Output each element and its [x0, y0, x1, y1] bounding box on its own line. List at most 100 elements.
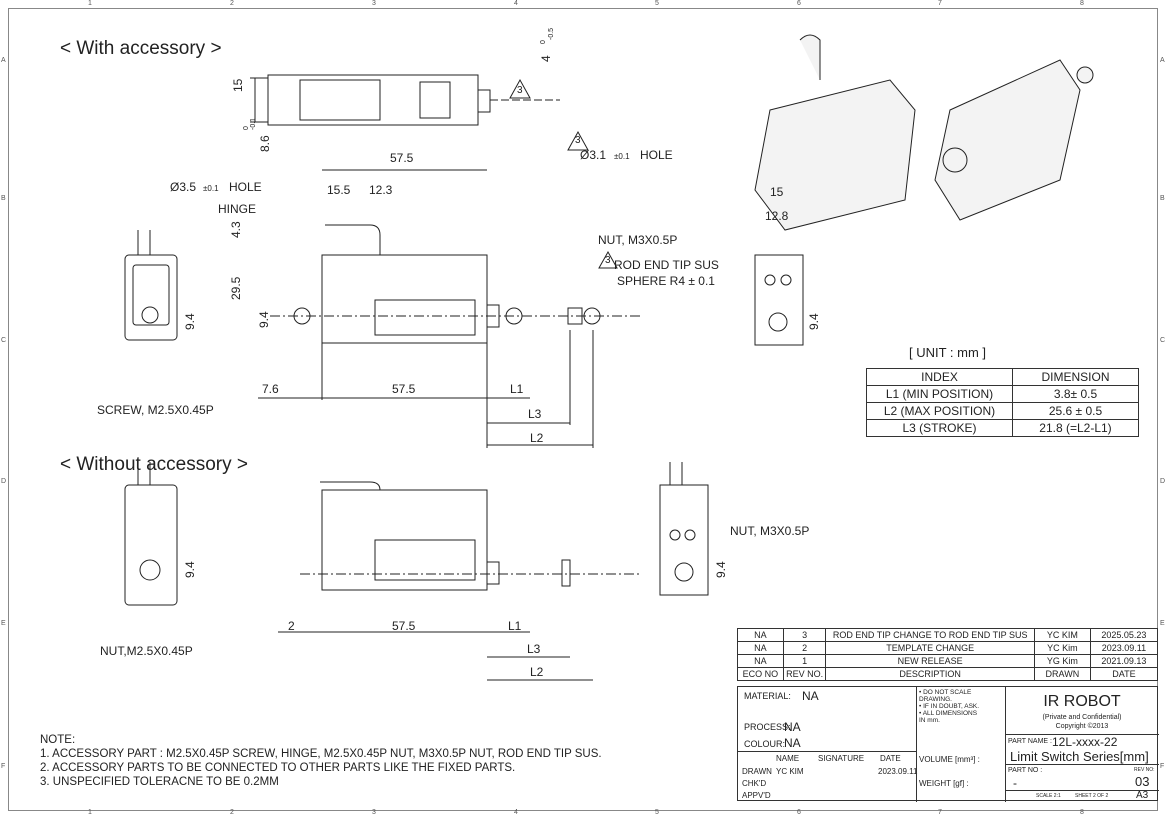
dimension-w-len-575: 57.5	[392, 619, 416, 633]
zone-column-label: 8	[1080, 809, 1084, 816]
part-no: -	[1013, 776, 1017, 790]
table-row: L3 (STROKE)21.8 (=L2-L1)	[866, 419, 1139, 437]
dimension-len-575-bottom: 57.5	[392, 382, 416, 396]
dimension-len-575-top: 57.5	[390, 151, 414, 165]
zone-column-label: 6	[797, 0, 801, 7]
revision-cell: YC Kim	[1033, 641, 1091, 655]
revision-cell: ECO NO	[737, 667, 784, 681]
dimension-top-86: 8.6	[258, 135, 272, 152]
dimension-hinge: HINGE	[218, 202, 257, 216]
weight-label: WEIGHT [gf] :	[919, 779, 969, 788]
zone-row-label: F	[1, 763, 6, 770]
zone-column-label: 5	[655, 0, 659, 7]
material-label: MATERIAL:	[744, 691, 791, 701]
part-name: 12L-xxxx-22	[1052, 735, 1118, 749]
confidential-label: (Private and Confidential)	[1042, 714, 1122, 721]
revision-cell: ROD END TIP CHANGE TO ROD END TIP SUS	[825, 628, 1035, 642]
drawing-frame	[8, 8, 1158, 811]
dimension-L3: L3	[528, 407, 542, 421]
name-header: NAME	[776, 754, 800, 763]
copyright: Copyright ©2013	[1055, 723, 1109, 730]
zone-row-label: C	[1160, 337, 1166, 344]
part-description: Limit Switch Series[mm]	[1010, 749, 1149, 764]
revision-cell: REV NO.	[782, 667, 827, 681]
revision-cell: DESCRIPTION	[825, 667, 1035, 681]
revision-cell: 1	[782, 654, 827, 668]
approved-label: APPV'D	[742, 791, 771, 800]
process-label: PROCESS:	[744, 722, 791, 732]
table-cell: L3 (STROKE)	[866, 419, 1013, 437]
table-cell: L1 (MIN POSITION)	[866, 385, 1013, 403]
dimension-h-94-right: 9.4	[807, 313, 821, 330]
revision-cell: 2023.09.11	[1089, 641, 1159, 655]
dimension-rev-mark: 3	[605, 255, 611, 266]
header-index: INDEX	[866, 368, 1013, 386]
revision-cell: 2	[782, 641, 827, 655]
note-item: 1. ACCESSORY PART : M2.5X0.45P SCREW, HI…	[40, 748, 602, 760]
dimension-h-94-side: 9.4	[183, 313, 197, 330]
dimension-w-L1: L1	[508, 619, 522, 633]
zone-row-label: B	[1160, 195, 1165, 202]
zone-row-label: D	[1, 478, 7, 485]
drawn-date: 2023.09.11	[878, 767, 918, 776]
revision-cell: TEMPLATE CHANGE	[825, 641, 1035, 655]
revision-cell: 2025.05.23	[1089, 628, 1159, 642]
revision-cell: NA	[737, 654, 784, 668]
with-accessory-title: < With accessory >	[60, 38, 222, 59]
title-block: MATERIAL: NA PROCESS: NA COLOUR: NA NAME…	[737, 686, 1159, 802]
without-accessory-title: < Without accessory >	[60, 454, 248, 475]
revision-cell: YG Kim	[1033, 654, 1091, 668]
table-cell: 21.8 (=L2-L1)	[1012, 419, 1139, 437]
table-cell: 3.8± 0.5	[1012, 385, 1139, 403]
zone-row-label: A	[1, 57, 6, 64]
zone-column-label: 2	[230, 0, 234, 7]
dimension-rev-mark: 3	[517, 85, 523, 96]
zone-column-label: 5	[655, 809, 659, 816]
dimension-nut-m3: NUT, M3X0.5P	[598, 233, 678, 247]
dimension-len-155: 15.5	[327, 183, 351, 197]
dimension-len-76: 7.6	[262, 382, 279, 396]
revision-triangles	[509, 78, 618, 269]
dimension-w-len-2: 2	[288, 619, 295, 633]
process-value: NA	[784, 720, 801, 734]
dimension-h-94-front: 9.4	[257, 311, 271, 328]
revision-cell: NEW RELEASE	[825, 654, 1035, 668]
dimension-screw: SCREW, M2.5X0.45P	[97, 403, 214, 417]
dimension-L1: L1	[510, 382, 524, 396]
dimension-hole-31-tol: ±0.1	[614, 152, 630, 161]
dimension-top-4-tol-lower: -0.5	[548, 27, 555, 40]
colour-value: NA	[784, 736, 801, 750]
table-cell: L2 (MAX POSITION)	[866, 402, 1013, 420]
zone-column-label: 1	[88, 809, 92, 816]
without-accessory-side-view	[278, 481, 640, 681]
zone-column-label: 7	[938, 809, 942, 816]
zone-column-label: 7	[938, 0, 942, 7]
dimension-hole-31: Ø3.1	[580, 148, 607, 162]
dimension-w-h-94-right: 9.4	[714, 561, 728, 578]
notes: NOTE: 1. ACCESSORY PART : M2.5X0.45P SCR…	[40, 733, 602, 789]
dimension-top-86-tol-lower: -0.1	[250, 117, 257, 130]
sheet: SHEET 2 OF 2	[1075, 793, 1109, 799]
zone-row-label: B	[1, 195, 6, 202]
colour-label: COLOUR:	[744, 739, 786, 749]
rev-no-label: REV NO:	[1134, 767, 1155, 773]
dimension-right-15: 15	[770, 185, 784, 199]
revision-cell: DATE	[1089, 667, 1159, 681]
dimension-hole-35-tol: ±0.1	[203, 184, 219, 193]
table-row: L1 (MIN POSITION)3.8± 0.5	[866, 385, 1139, 403]
zone-row-label: A	[1160, 57, 1165, 64]
zone-column-label: 3	[372, 809, 376, 816]
revision-cell: 3	[782, 628, 827, 642]
dimension-rod-end-1: ROD END TIP SUS	[614, 258, 719, 272]
zone-column-label: 8	[1080, 0, 1084, 7]
unit-label: [ UNIT : mm ]	[909, 345, 987, 360]
dimension-h-295: 29.5	[229, 276, 243, 300]
zone-column-label: 2	[230, 809, 234, 816]
part-no-label: PART NO :	[1008, 767, 1043, 774]
volume-label: VOLUME [mm³] :	[919, 755, 980, 764]
